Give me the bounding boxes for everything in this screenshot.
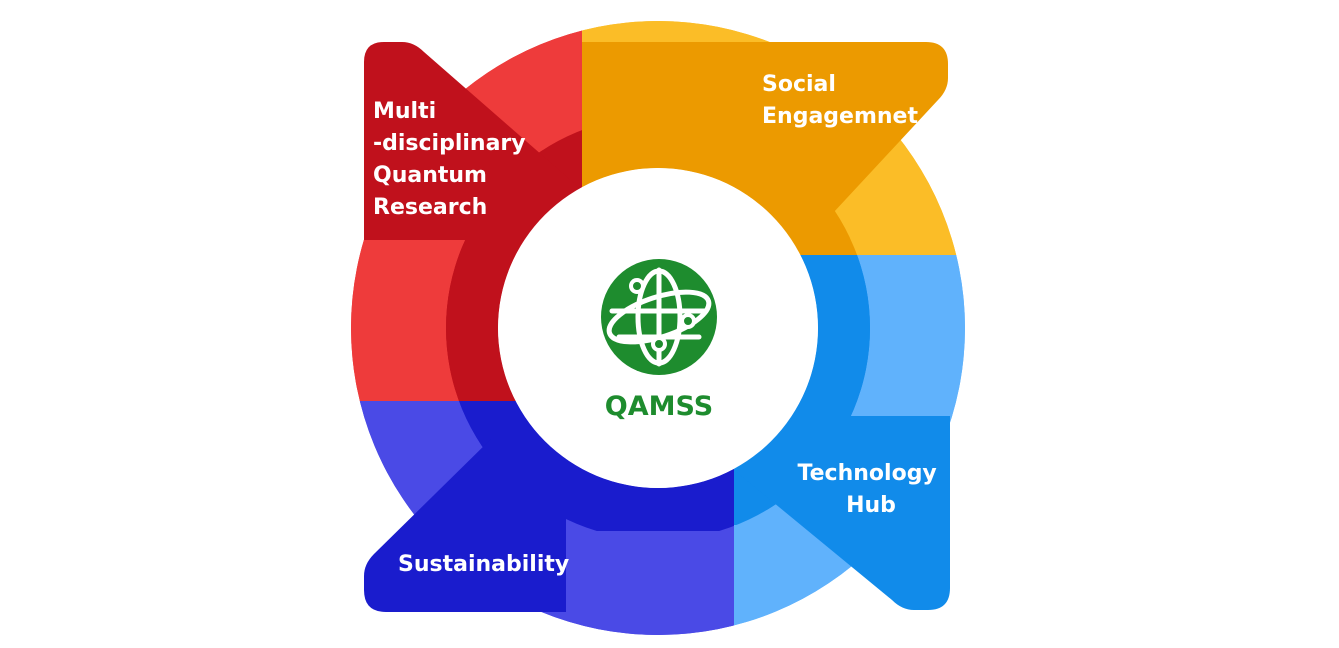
label-social-line: Social [762,72,836,97]
label-technology: Technology Hub [798,461,945,518]
label-sustainability: Sustainability [398,552,569,577]
label-technology-line: Hub [846,493,896,518]
arrow-sustainability [364,436,566,612]
arrow-technology [734,416,950,610]
label-research-line: Quantum [373,163,487,188]
center-title: QAMSS [605,391,713,422]
label-sustainability-line: Sustainability [398,552,569,577]
arrow-research [364,42,582,240]
label-research-line: Research [373,195,487,220]
globe-network-icon [601,259,717,375]
label-social: Social Engagemnet [762,72,918,129]
label-research-line: -disciplinary [373,131,526,156]
arrow-social [582,42,948,255]
label-research-line: Multi [373,99,436,124]
label-research: Multi -disciplinary Quantum Research [373,99,533,220]
label-social-line: Engagemnet [762,104,918,129]
label-technology-line: Technology [798,461,937,486]
